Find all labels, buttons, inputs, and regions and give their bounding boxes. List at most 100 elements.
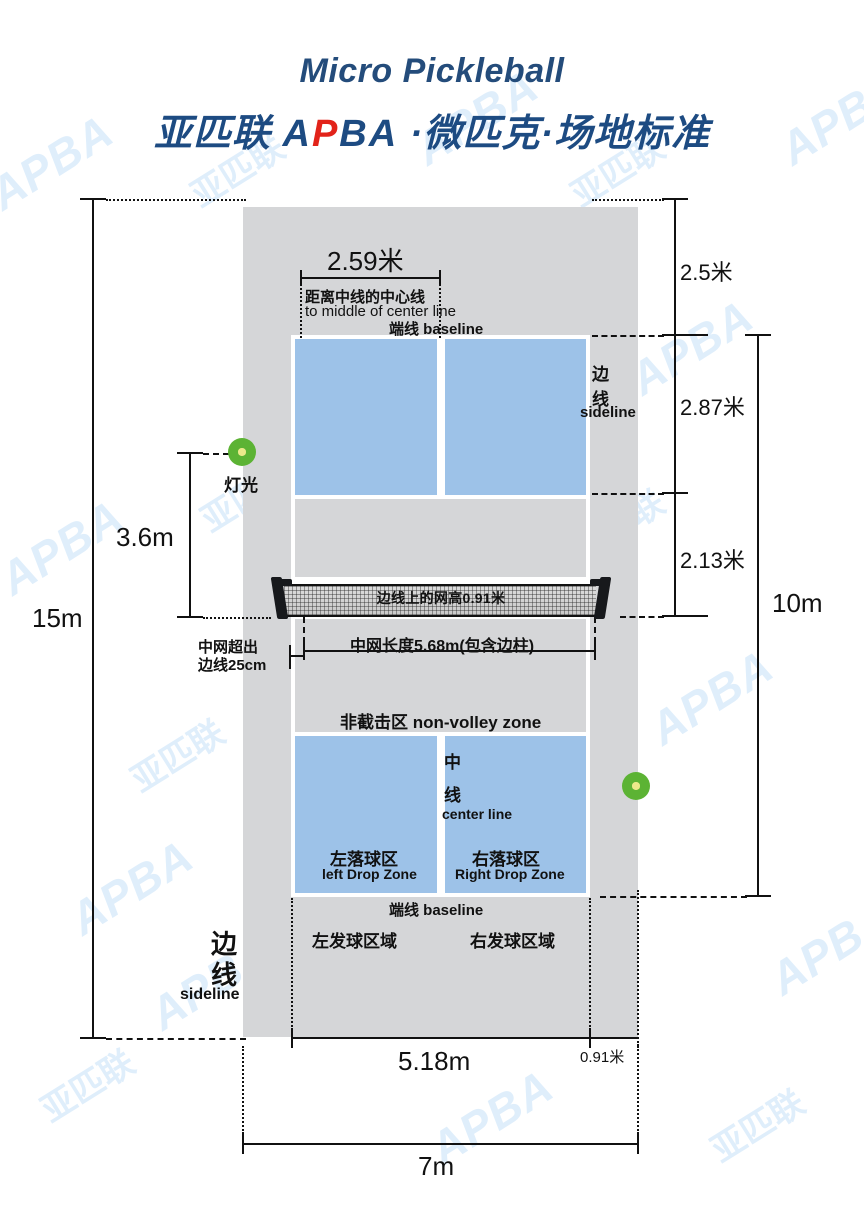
outer-width-left-leader (242, 1046, 244, 1134)
inner-height-line (757, 334, 759, 897)
left-drop-zone-cn: 左落球区 (330, 850, 398, 869)
title-cn-prefix: 亚匹联 (153, 113, 283, 155)
top-sideline-en: sideline (580, 404, 636, 421)
center-dim-right-leader (439, 284, 441, 338)
page-title-english: Micro Pickleball (299, 52, 565, 90)
net-length-bar (303, 650, 595, 652)
light-height-bottom-leader (203, 617, 271, 619)
right-low-label: 2.13米 (680, 548, 745, 573)
court-width-label: 5.18m (398, 1046, 471, 1076)
net-overhang-bar (289, 655, 305, 657)
court-width-right-leader (589, 898, 591, 1046)
outer-height-line (92, 198, 94, 1039)
top-sideline-cn-2: 线 (592, 390, 609, 409)
right-top-label: 2.5米 (680, 260, 733, 285)
right-top-lower-tick (662, 334, 708, 336)
brand-letter-a: A (282, 113, 312, 155)
bottom-sideline-en: sideline (180, 986, 240, 1003)
net-overhang-line2: 边线25cm (198, 657, 267, 674)
right-low-lower-tick (662, 615, 708, 617)
watermark-text: APBA (620, 289, 763, 405)
right-leader-top (592, 199, 664, 201)
bottom-left-drop-zone (295, 736, 437, 893)
outer-width-right-tick (637, 1134, 639, 1154)
margin-width-right-leader (637, 890, 639, 1046)
center-dim-bar (300, 277, 440, 279)
court-width-bar (291, 1037, 590, 1039)
center-note-cn: 距离中线的中心线 (305, 289, 426, 306)
brand-letters-ba: BA (339, 113, 399, 155)
non-volley-zone-label: 非截击区 non-volley zone (340, 713, 542, 732)
top-sideline-cn-1: 边 (592, 365, 609, 384)
outer-height-top-leader (106, 199, 246, 201)
bottom-non-volley-zone (295, 619, 586, 732)
right-leader-net (620, 616, 664, 618)
center-note-en: to middle of center line (305, 303, 456, 320)
watermark-text: 亚匹联 (704, 1083, 812, 1170)
light-height-line (189, 452, 191, 618)
top-right-drop-zone (445, 339, 586, 495)
court-width-left-tick (291, 1028, 293, 1048)
outer-width-bar (242, 1143, 638, 1145)
brand-letter-p: P (311, 113, 340, 155)
net-length-left-leader (303, 617, 305, 643)
court-width-left-leader (291, 898, 293, 1046)
page-title-chinese: 亚匹联 APBA ·微匹克·场地标准 (0, 102, 864, 157)
inner-height-label: 10m (772, 588, 823, 618)
right-top-line (674, 198, 676, 336)
top-baseline-label: 端线 baseline (389, 321, 484, 338)
right-mid-label: 2.87米 (680, 395, 745, 420)
top-non-volley-zone (295, 499, 586, 577)
center-dim-left-tick (300, 270, 302, 284)
right-drop-zone-cn: 右落球区 (472, 850, 540, 869)
light-height-label: 3.6m (116, 522, 174, 552)
right-leader-nvz (592, 493, 664, 495)
watermark-text: APBA (60, 829, 203, 945)
right-drop-zone-en: Right Drop Zone (455, 866, 565, 882)
net-overhang-tick (289, 645, 291, 669)
watermark-text: 亚匹联 (34, 1043, 142, 1130)
net-overhang-line1: 中网超出 (198, 639, 259, 656)
net-assembly: 边线上的网高0.91米 (262, 577, 620, 619)
watermark-text: APBA (760, 889, 864, 1005)
watermark-text: APBA (640, 639, 783, 755)
net-length-right-leader (594, 617, 596, 643)
margin-width-label: 0.91米 (580, 1049, 625, 1066)
outer-height-label: 15m (32, 603, 83, 633)
outer-height-bottom-tick (80, 1037, 106, 1039)
left-serve-area-label: 左发球区域 (312, 932, 397, 951)
net-height-label: 边线上的网高0.91米 (376, 590, 506, 606)
net-cap-right (590, 579, 610, 586)
top-left-drop-zone (295, 339, 437, 495)
right-leader-baseline (592, 335, 664, 337)
net-length-label: 中网长度5.68m(包含边柱) (350, 638, 535, 655)
center-line-cn-2: 线 (444, 786, 461, 805)
right-mid-line (674, 334, 676, 492)
light-height-top-leader (203, 453, 229, 455)
outer-width-left-tick (242, 1134, 244, 1154)
watermark-text: 亚匹联 (124, 713, 232, 800)
light-fixture-label: 灯光 (224, 476, 258, 495)
left-drop-zone-en: left Drop Zone (322, 866, 417, 882)
light-fixture-icon-right (622, 772, 650, 800)
net-mesh (284, 584, 596, 617)
outer-height-bottom-leader (106, 1038, 246, 1040)
inner-height-bottom-tick (745, 895, 771, 897)
center-dim-right-tick (439, 270, 441, 284)
center-dim-left-leader (300, 284, 302, 338)
center-dim-label: 2.59米 (327, 246, 404, 276)
outer-width-right-leader (637, 1046, 639, 1134)
light-height-bottom-tick (177, 616, 203, 618)
net-length-left-tick (303, 640, 305, 660)
watermark-text: APBA (0, 489, 133, 605)
outer-width-label: 7m (418, 1151, 455, 1181)
margin-width-bar (590, 1037, 638, 1039)
right-low-line (674, 492, 676, 616)
net-length-right-tick (594, 640, 596, 660)
light-fixture-icon (228, 438, 256, 466)
title-cn-suffix: ·微匹克·场地标准 (398, 113, 711, 155)
center-line-cn-1: 中 (444, 753, 461, 772)
bottom-sideline-cn-2: 线 (211, 960, 238, 990)
right-serve-area-label: 右发球区域 (470, 932, 555, 951)
